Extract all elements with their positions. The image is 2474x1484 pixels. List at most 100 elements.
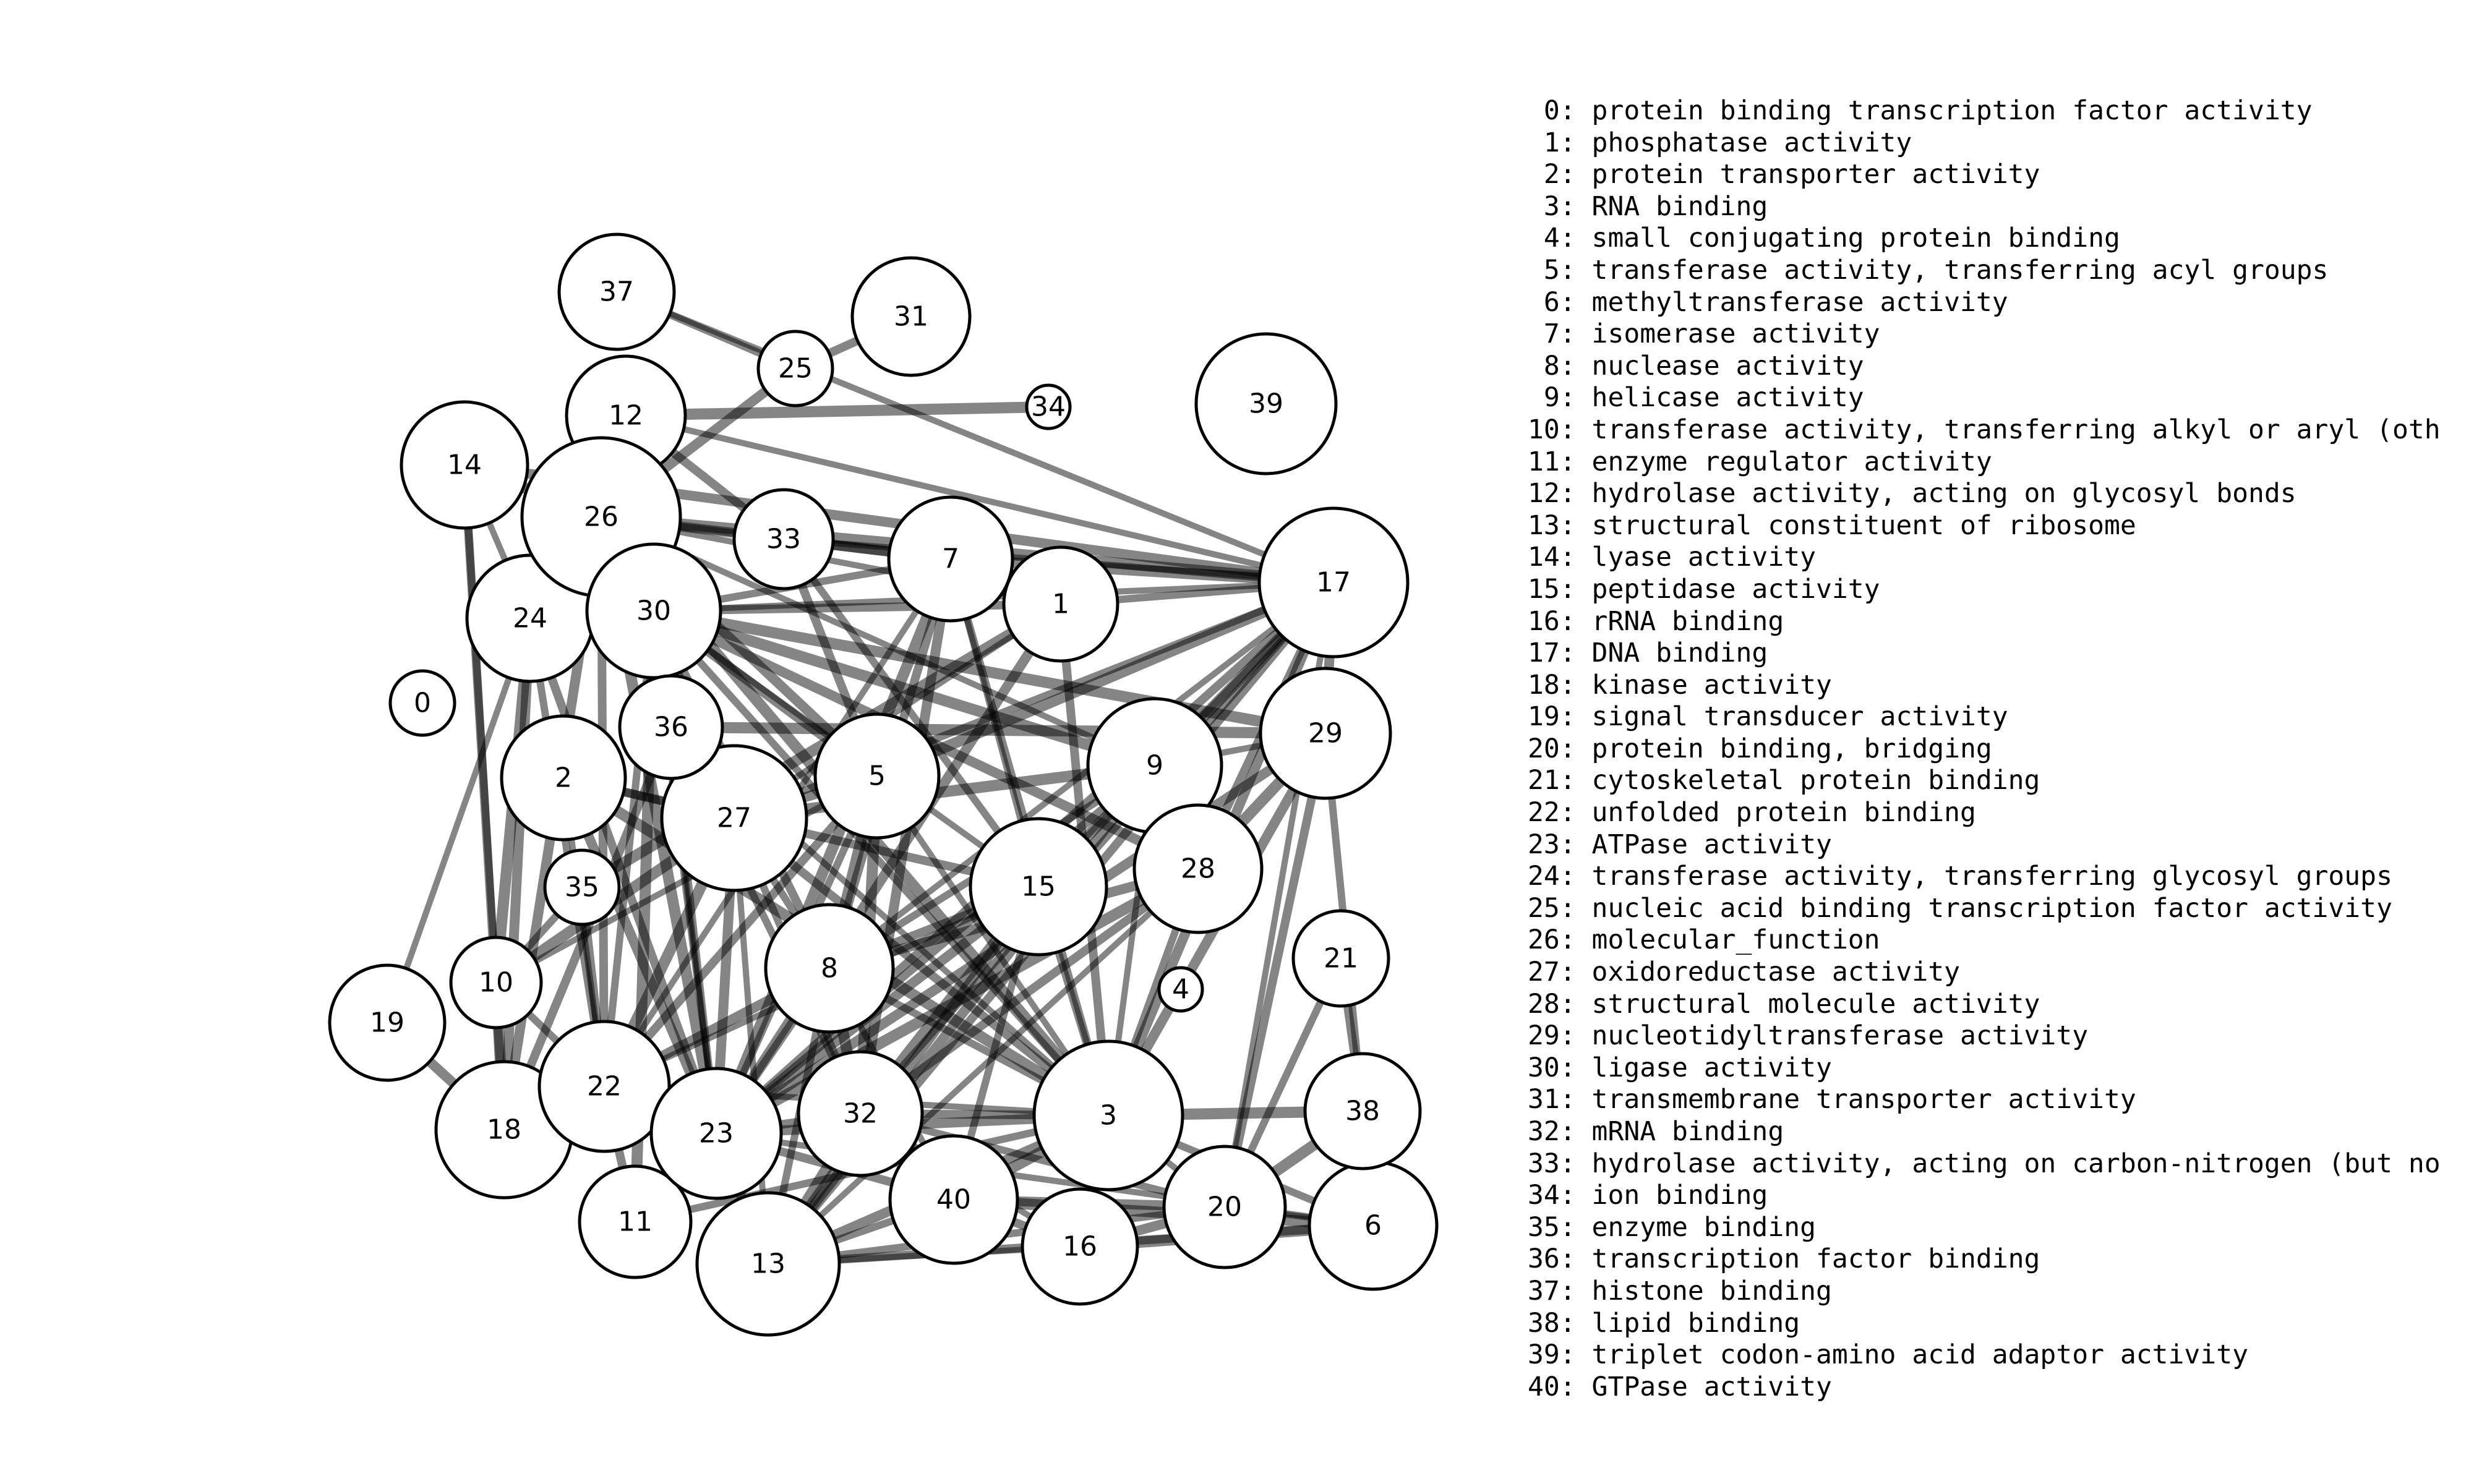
edge-37-17 (615, 289, 1335, 586)
node-circle (649, 1067, 783, 1200)
node-label: 28 (1181, 853, 1215, 885)
edge-30-3 (651, 608, 1111, 1119)
node-circle (500, 714, 627, 842)
node-circle (328, 963, 447, 1082)
legend-entry: 11: enzyme regulator activity (1528, 446, 1992, 477)
legend-entry: 22: unfolded protein binding (1528, 797, 1976, 829)
node-label: 17 (1316, 567, 1351, 599)
node-label: 30 (636, 595, 671, 627)
node-13: 13 (695, 1191, 841, 1337)
node-circle (797, 1050, 924, 1177)
node-34: 34 (1025, 383, 1072, 430)
node-11: 11 (578, 1164, 693, 1279)
node-label: 8 (821, 953, 838, 984)
node-label: 10 (479, 967, 513, 999)
edge-1-23 (712, 601, 1065, 1136)
node-2: 2 (500, 714, 627, 842)
node-label: 22 (587, 1071, 622, 1102)
node-29: 29 (1259, 667, 1392, 800)
node-5: 5 (813, 712, 941, 840)
edge-24-18 (499, 618, 535, 1130)
node-33: 33 (732, 488, 835, 591)
legend-entry: 24: transferase activity, transferring g… (1528, 861, 2392, 892)
legend-entry: 23: ATPase activity (1528, 829, 1832, 860)
node-6: 6 (1308, 1160, 1439, 1291)
node-25: 25 (756, 330, 834, 407)
node-layer: 0123456789101112131415161718192021222324… (328, 232, 1439, 1337)
node-30: 30 (585, 542, 722, 680)
node-17: 17 (1257, 506, 1410, 659)
node-circle (1194, 332, 1338, 475)
node-16: 16 (1021, 1187, 1139, 1306)
node-38: 38 (1303, 1052, 1422, 1171)
node-0: 0 (388, 669, 456, 737)
edge-9-23 (713, 762, 1158, 1137)
node-1: 1 (1002, 545, 1119, 663)
edge-5-10 (494, 773, 879, 986)
node-15: 15 (969, 817, 1108, 957)
legend-entry: 3: RNA binding (1528, 190, 1768, 222)
node-circle (660, 744, 808, 892)
node-37: 37 (557, 232, 676, 351)
legend-entry: 20: protein binding, bridging (1528, 733, 1992, 764)
node-label: 35 (565, 872, 599, 903)
legend-entry: 25: nucleic acid binding transcription f… (1528, 892, 2392, 924)
node-circle (756, 330, 834, 407)
node-label: 5 (868, 761, 886, 792)
legend-entry: 36: transcription factor binding (1528, 1243, 2040, 1275)
node-circle (557, 232, 676, 351)
legend-entry: 35: enzyme binding (1528, 1211, 1816, 1243)
node-10: 10 (449, 936, 543, 1030)
legend-entry: 2: protein transporter activity (1528, 159, 2040, 190)
edge-28-32 (857, 865, 1201, 1117)
node-label: 0 (414, 688, 431, 719)
node-32: 32 (797, 1050, 924, 1177)
node-circle (764, 903, 895, 1034)
node-circle (1257, 506, 1410, 659)
node-circle (1303, 1052, 1422, 1171)
legend-entry: 15: peptidase activity (1528, 573, 1880, 605)
node-label: 4 (1172, 974, 1189, 1005)
legend-entry: 18: kinase activity (1528, 669, 1832, 701)
node-28: 28 (1132, 803, 1264, 934)
node-circle (1002, 545, 1119, 663)
node-label: 36 (654, 712, 688, 743)
node-label: 19 (370, 1007, 404, 1039)
node-18: 18 (434, 1060, 574, 1200)
node-label: 12 (609, 400, 643, 432)
node-label: 2 (555, 762, 572, 794)
node-circle (1032, 1039, 1184, 1192)
edge-29-36 (670, 722, 1326, 739)
legend-entry: 31: transmembrane transporter activity (1528, 1084, 2136, 1115)
node-circle (1132, 803, 1264, 934)
legend-entry: 32: mRNA binding (1528, 1116, 1784, 1147)
edge-27-13 (731, 817, 771, 1264)
node-circle (1021, 1187, 1139, 1306)
legend-entry: 27: oxidoreductase activity (1528, 957, 1960, 988)
legend-entry: 37: histone binding (1528, 1275, 1832, 1307)
legend-entry: 17: DNA binding (1528, 638, 1768, 669)
edge-12-17 (625, 412, 1335, 586)
node-circle (732, 488, 835, 591)
node-circle (695, 1191, 841, 1337)
node-label: 40 (936, 1184, 971, 1216)
node-label: 25 (778, 353, 813, 385)
legend-entry: 12: hydrolase activity, acting on glycos… (1528, 478, 2296, 510)
edge-19-24 (384, 617, 533, 1024)
node-23: 23 (649, 1067, 783, 1200)
edge-17-32 (857, 580, 1337, 1116)
node-label: 11 (618, 1206, 653, 1238)
node-circle (400, 400, 529, 530)
node-label: 39 (1249, 388, 1283, 420)
edge-28-13 (766, 866, 1201, 1266)
legend-entry: 13: structural constituent of ribosome (1528, 510, 2136, 541)
node-label: 37 (599, 276, 634, 308)
edge-17-8 (827, 580, 1336, 971)
legend-entry: 16: rRNA binding (1528, 605, 1784, 637)
node-label: 26 (584, 501, 618, 533)
legend-entry: 7: isomerase activity (1528, 318, 1880, 350)
edge-7-23 (711, 556, 956, 1136)
node-label: 7 (942, 544, 959, 575)
node-14: 14 (400, 400, 529, 530)
edge-30-29 (653, 605, 1327, 739)
